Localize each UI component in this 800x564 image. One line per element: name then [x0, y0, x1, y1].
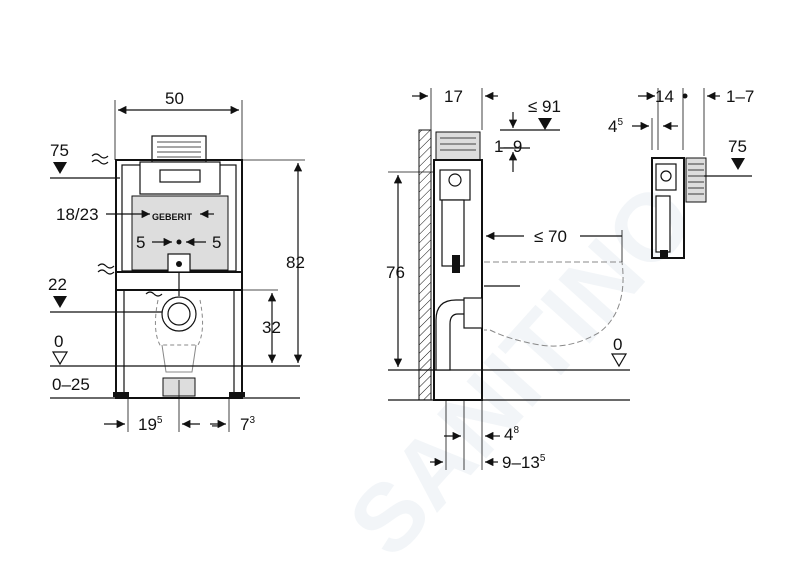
front-plate-spacing: 18/23 [56, 205, 99, 224]
svg-text:9–135: 9–135 [502, 453, 546, 472]
side-bottom-value: 4 [504, 425, 513, 444]
water-supply-icon [97, 263, 115, 275]
detail-offset-sup: 5 [617, 117, 623, 128]
side-wall-range: 9–13 [502, 453, 540, 472]
detail-offset-value: 4 [608, 117, 617, 136]
front-level-mid: 22 [48, 275, 67, 294]
front-floor-range: 0–25 [52, 375, 90, 394]
detail-view: 14 1–7 45 75 [608, 87, 754, 259]
side-height-label: 76 [386, 263, 405, 282]
water-supply-icon [91, 153, 109, 165]
brand-label: GEBERIT [152, 212, 193, 222]
front-width-label: 50 [165, 89, 184, 108]
front-height-label: 82 [286, 253, 305, 272]
svg-text:48: 48 [504, 425, 519, 444]
detail-range-label: 1–7 [726, 87, 754, 106]
svg-text:‒: ‒ [212, 415, 222, 434]
side-top-range: 1–9 [494, 137, 522, 156]
detail-depth-label: 14 [655, 87, 674, 106]
side-level-floor: 0 [613, 335, 622, 354]
front-drain-height: 32 [262, 318, 281, 337]
detail-level-label: 75 [728, 137, 747, 156]
side-bottom-sup: 8 [513, 425, 519, 436]
front-bottom-left: 19 [138, 415, 157, 434]
front-level-top: 75 [50, 141, 69, 160]
front-offset-left: 5 [136, 233, 145, 252]
side-depth-label: 17 [444, 87, 463, 106]
front-bottom-right-sup: 3 [249, 415, 255, 426]
front-bottom-left-sup: 5 [157, 415, 163, 426]
side-view: 17 ≤ 91 1–9 ≤ 70 76 [386, 87, 630, 472]
svg-text:45: 45 [608, 117, 623, 136]
side-top-max: ≤ 91 [528, 97, 561, 116]
front-view: 50 GEBERIT [48, 89, 305, 434]
front-level-floor: 0 [54, 332, 63, 351]
svg-text:73: 73 [240, 415, 255, 434]
front-bottom-right: 7 [240, 415, 249, 434]
side-bowl-projection: ≤ 70 [534, 227, 567, 246]
front-offset-right: 5 [212, 233, 221, 252]
side-wall-range-sup: 5 [540, 453, 546, 464]
svg-text:195: 195 [138, 415, 163, 434]
